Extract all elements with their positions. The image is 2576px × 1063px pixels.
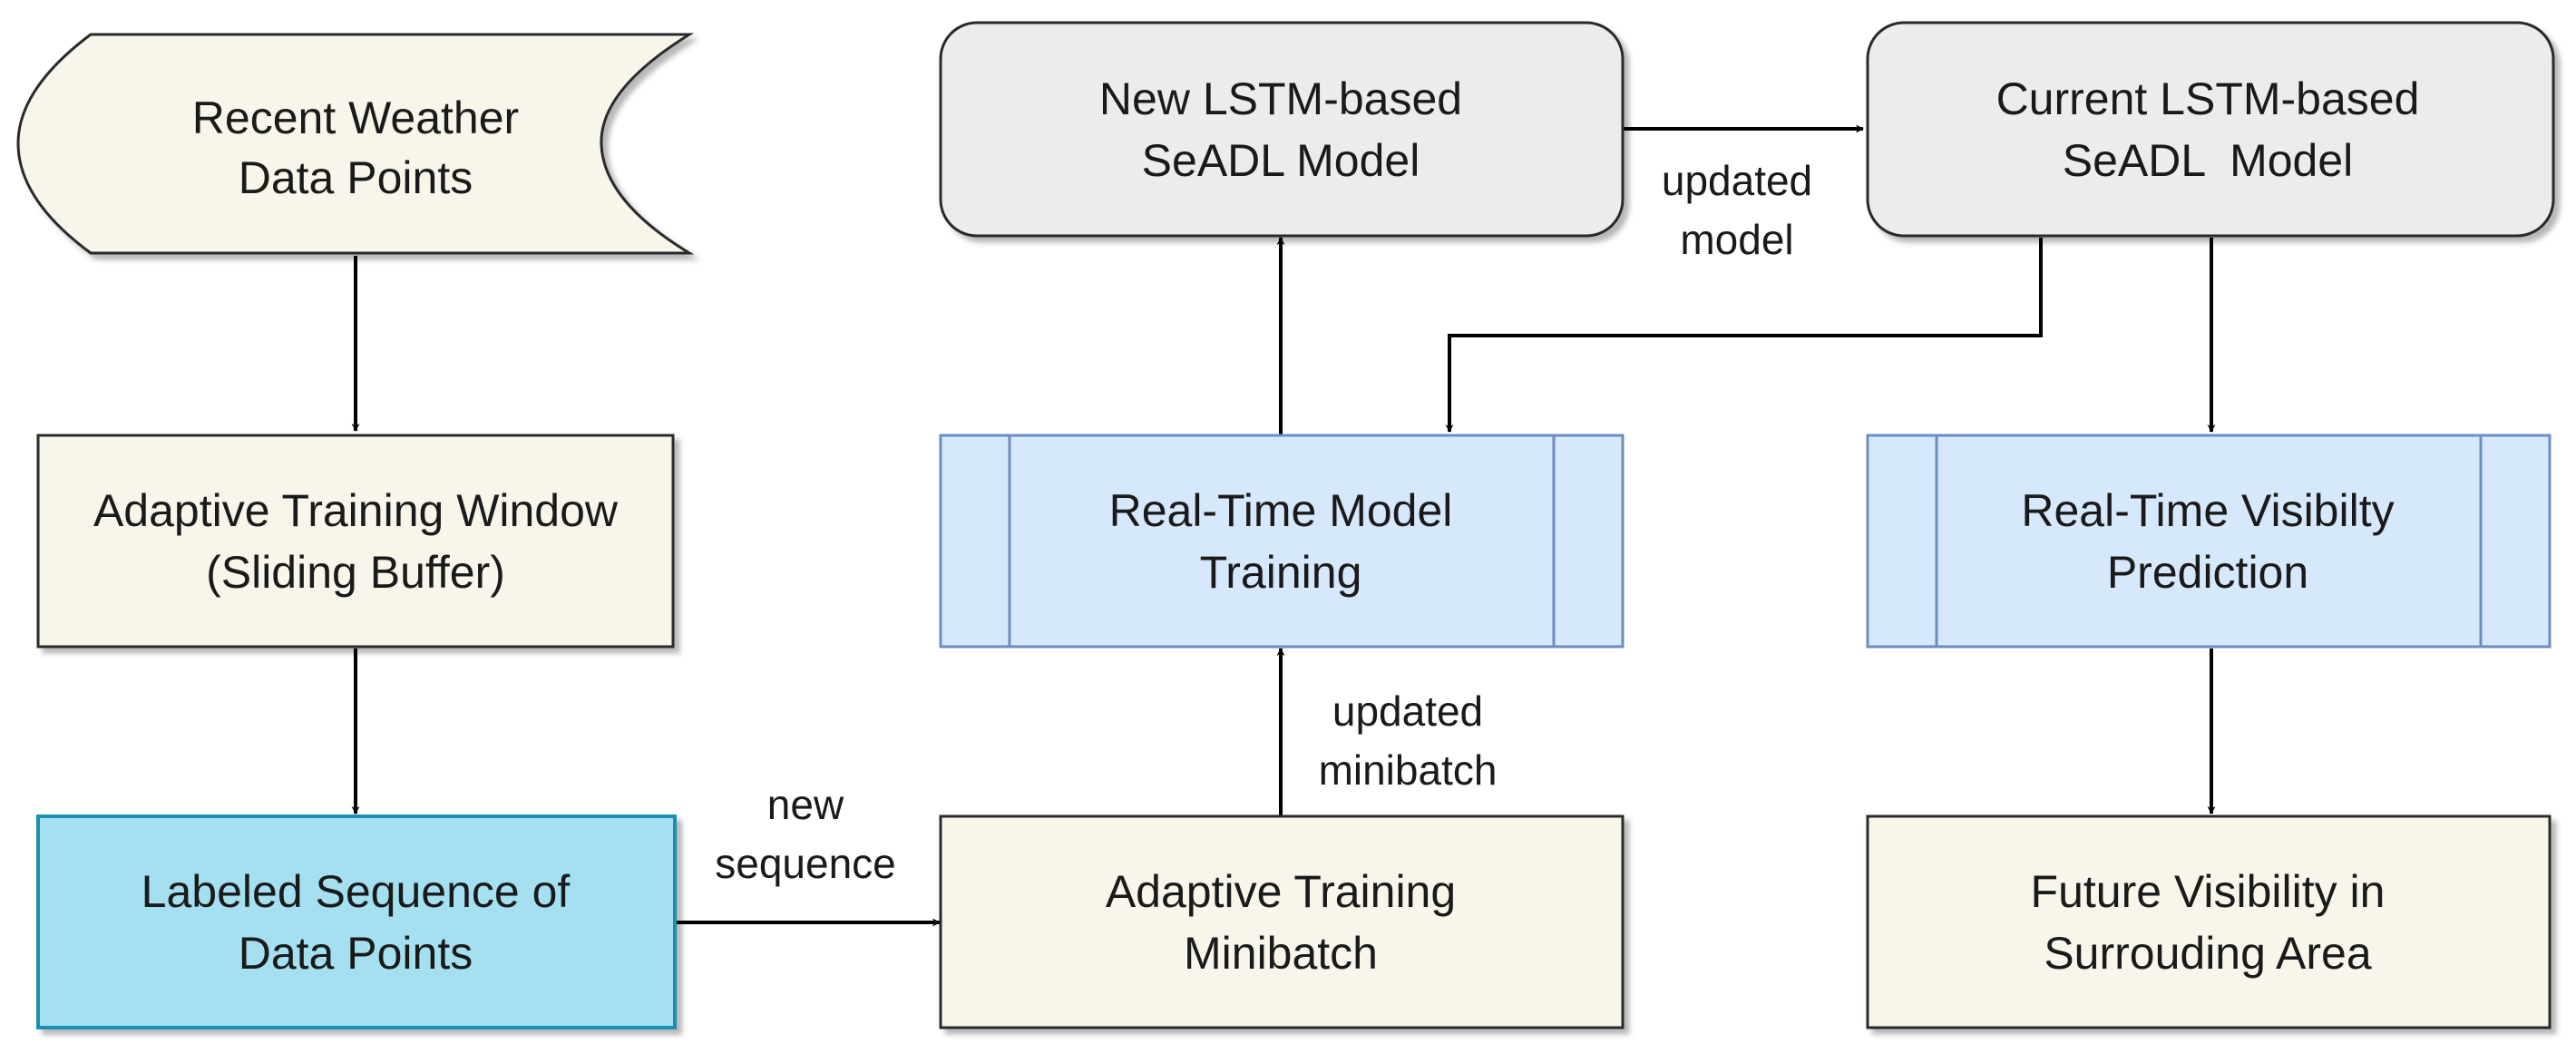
stored-data-shape xyxy=(16,33,695,255)
node-realtime-model-training: Real-Time Model Training xyxy=(939,434,1625,649)
node-realtime-visibility-prediction: Real-Time Visibilty Prediction xyxy=(1866,434,2552,649)
edge-label-line2: minibatch xyxy=(1319,746,1498,794)
node-label-line1: Recent Weather xyxy=(192,93,519,143)
rounded-box xyxy=(1866,21,2555,238)
process-box xyxy=(1866,814,2552,1029)
node-new-lstm-model: New LSTM-based SeADL Model xyxy=(939,21,1625,238)
edge-label-line1: new xyxy=(767,781,844,828)
node-label-line2: Minibatch xyxy=(1184,928,1378,979)
edge-current-model-to-training xyxy=(1445,238,2043,433)
node-label-line2: Prediction xyxy=(2107,547,2308,598)
node-label-line2: (Sliding Buffer) xyxy=(206,547,505,598)
node-label-line2: SeADL Model xyxy=(2063,135,2354,186)
process-box xyxy=(36,814,677,1029)
node-recent-weather: Recent Weather Data Points xyxy=(16,33,695,255)
edge-label-line2: sequence xyxy=(715,840,896,887)
node-label-line2: SeADL Model xyxy=(1142,135,1420,186)
edge-label-updated-minibatch: updated minibatch xyxy=(1319,688,1498,794)
node-label-line1: Real-Time Visibilty xyxy=(2021,485,2394,536)
node-label-line2: Data Points xyxy=(239,928,473,979)
predefined-process-box xyxy=(1866,434,2552,649)
node-label-line1: Future Visibility in xyxy=(2031,866,2386,917)
predefined-process-box xyxy=(939,434,1625,649)
node-adaptive-training-minibatch: Adaptive Training Minibatch xyxy=(939,814,1625,1029)
edge-label-new-sequence: new sequence xyxy=(715,781,896,887)
node-label-line1: Current LSTM-based xyxy=(1996,73,2420,124)
edge-label-line2: model xyxy=(1680,216,1793,263)
node-label-line1: Labeled Sequence of xyxy=(141,866,571,917)
process-box xyxy=(36,434,675,649)
node-label-line1: Real-Time Model xyxy=(1109,485,1453,536)
node-label-line1: Adaptive Training Window xyxy=(93,485,619,536)
node-label-line1: Adaptive Training xyxy=(1106,866,1456,917)
node-label-line1: New LSTM-based xyxy=(1099,73,1462,124)
node-current-lstm-model: Current LSTM-based SeADL Model xyxy=(1866,21,2555,238)
edge-label-line1: updated xyxy=(1662,157,1812,204)
node-label-line2: Surrouding Area xyxy=(2044,928,2372,979)
edge-label-line1: updated xyxy=(1332,688,1483,735)
node-labeled-sequence: Labeled Sequence of Data Points xyxy=(36,814,677,1029)
process-box xyxy=(939,814,1625,1029)
node-adaptive-training-window: Adaptive Training Window (Sliding Buffer… xyxy=(36,434,675,649)
node-label-line2: Training xyxy=(1200,547,1362,598)
node-future-visibility: Future Visibility in Surrouding Area xyxy=(1866,814,2552,1029)
edges xyxy=(351,124,2216,927)
rounded-box xyxy=(939,21,1625,238)
edge-label-updated-model: updated model xyxy=(1662,157,1812,263)
node-label-line2: Data Points xyxy=(239,152,473,203)
